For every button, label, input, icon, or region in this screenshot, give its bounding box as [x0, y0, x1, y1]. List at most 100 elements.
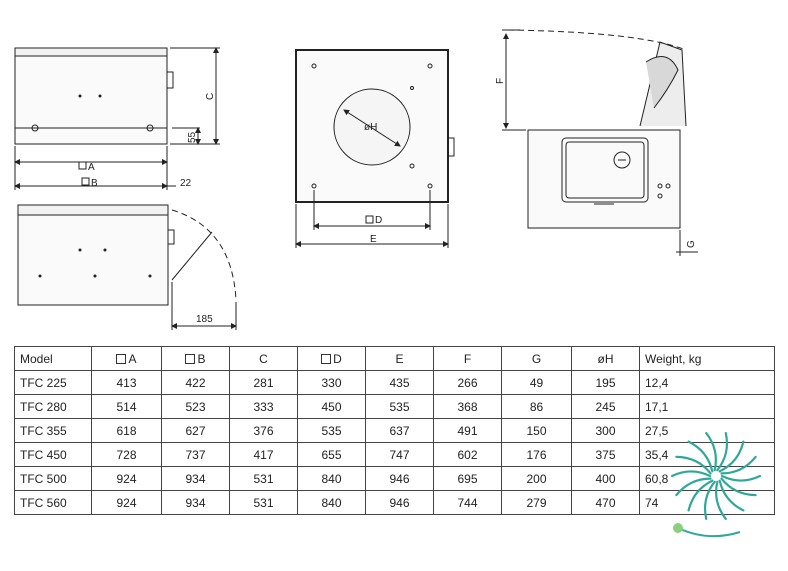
- table-cell: 245: [571, 394, 640, 419]
- model-cell: TFC 560: [14, 490, 92, 515]
- dim-label-c: C: [205, 93, 216, 100]
- table-cell: 531: [229, 466, 298, 491]
- square-symbol: [365, 215, 374, 224]
- column-header: Weight, kg: [639, 346, 775, 371]
- table-cell: 695: [433, 466, 502, 491]
- table-cell: 737: [161, 442, 230, 467]
- table-cell: 934: [161, 490, 230, 515]
- table-cell: 655: [297, 442, 366, 467]
- table-cell: 200: [501, 466, 572, 491]
- logo-ray: [675, 455, 712, 475]
- column-header-label: Model: [20, 351, 53, 366]
- column-header-label: Weight, kg: [645, 351, 702, 366]
- table-cell: 17,1: [639, 394, 775, 419]
- front-view: [14, 47, 220, 190]
- table-cell: 470: [571, 490, 640, 515]
- table-cell: 195: [571, 370, 640, 395]
- column-header-label: G: [531, 351, 542, 366]
- table-cell: 435: [365, 370, 434, 395]
- table-cell: 413: [91, 370, 162, 395]
- logo-ray: [687, 440, 714, 473]
- column-header: C: [229, 346, 298, 371]
- dim-label-e: E: [370, 234, 377, 245]
- square-symbol: [81, 177, 90, 186]
- table-cell: 491: [433, 418, 502, 443]
- logo-ray: [675, 477, 712, 497]
- model-cell: TFC 355: [14, 418, 92, 443]
- table-cell: 924: [91, 466, 162, 491]
- table-cell: 618: [91, 418, 162, 443]
- table-cell: 150: [501, 418, 572, 443]
- column-header-label: øH: [597, 351, 614, 366]
- table-cell: 602: [433, 442, 502, 467]
- table-cell: 523: [161, 394, 230, 419]
- top-view: [295, 49, 455, 248]
- dim-label-55: 55: [187, 131, 198, 143]
- table-cell: 12,4: [639, 370, 775, 395]
- table-cell: 49: [501, 370, 572, 395]
- dim-label-g: G: [686, 240, 697, 248]
- table-cell: 637: [365, 418, 434, 443]
- table-cell: 946: [365, 466, 434, 491]
- model-cell: TFC 280: [14, 394, 92, 419]
- table-cell: 747: [365, 442, 434, 467]
- model-cell: TFC 450: [14, 442, 92, 467]
- column-header-label: A: [128, 351, 137, 366]
- column-header-label: D: [333, 351, 342, 366]
- column-header: øH: [571, 346, 640, 371]
- table-cell: 535: [365, 394, 434, 419]
- table-cell: 531: [229, 490, 298, 515]
- table-cell: 300: [571, 418, 640, 443]
- logo-ray: [718, 479, 745, 512]
- logo-ray: [720, 477, 757, 497]
- table-cell: 946: [365, 490, 434, 515]
- column-header-label: E: [395, 351, 404, 366]
- table-cell: 840: [297, 466, 366, 491]
- logo-ray: [718, 440, 745, 473]
- technical-drawings: A B C 55 22 185: [14, 29, 698, 330]
- dim-label-b: B: [91, 178, 98, 189]
- square-symbol: [185, 353, 196, 364]
- table-cell: 375: [571, 442, 640, 467]
- dim-label-185: 185: [196, 314, 213, 325]
- side-view-open: [502, 29, 698, 256]
- column-header-label: F: [463, 351, 472, 366]
- table-cell: 281: [229, 370, 298, 395]
- table-cell: 376: [229, 418, 298, 443]
- dim-label-f: F: [495, 78, 506, 84]
- table-cell: 266: [433, 370, 502, 395]
- column-header-label: B: [197, 351, 206, 366]
- table-cell: 744: [433, 490, 502, 515]
- model-cell: TFC 225: [14, 370, 92, 395]
- table-cell: 400: [571, 466, 640, 491]
- column-header: A: [91, 346, 162, 371]
- dim-label-22: 22: [180, 178, 192, 189]
- column-header: D: [297, 346, 366, 371]
- dim-label-d: D: [375, 215, 382, 226]
- dim-label-h: øH: [364, 122, 377, 133]
- logo-ray: [720, 455, 757, 475]
- column-header: B: [161, 346, 230, 371]
- logo-ray: [703, 480, 716, 520]
- logo-ray: [716, 432, 729, 472]
- table-cell: 86: [501, 394, 572, 419]
- dim-label-a: A: [88, 162, 95, 173]
- column-header: F: [433, 346, 502, 371]
- logo-ray: [670, 470, 712, 478]
- column-header: Model: [14, 346, 92, 371]
- logo-ray: [687, 479, 714, 512]
- square-symbol: [78, 161, 87, 170]
- logo-ray: [705, 432, 717, 472]
- table-cell: 279: [501, 490, 572, 515]
- column-header-label: C: [259, 351, 268, 366]
- square-symbol: [116, 353, 127, 364]
- table-cell: 417: [229, 442, 298, 467]
- table-cell: 176: [501, 442, 572, 467]
- table-cell: 450: [297, 394, 366, 419]
